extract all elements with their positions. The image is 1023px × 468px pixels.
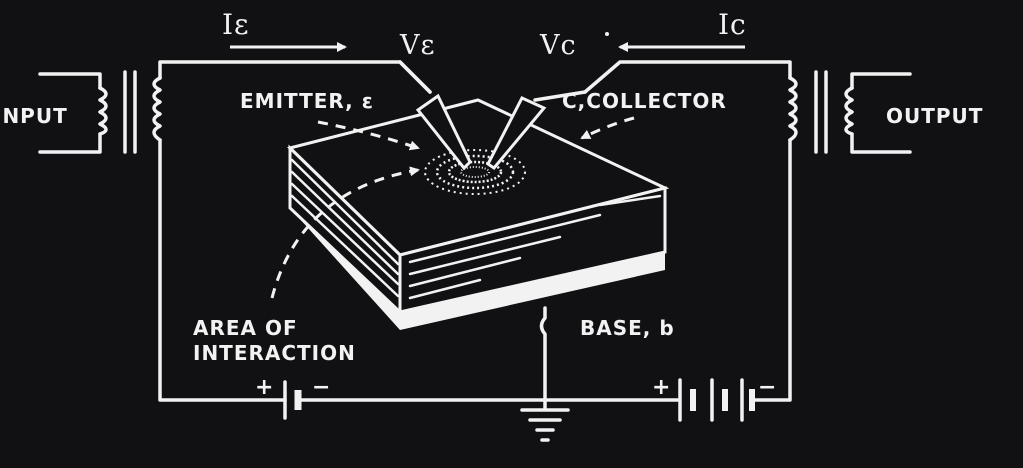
circuit-wires: [38, 60, 912, 410]
dot-mark: [605, 32, 609, 36]
label-emitter: EMITTER, ε: [240, 89, 374, 113]
collector-battery: [678, 378, 755, 422]
label-base: BASE, b: [580, 316, 675, 340]
emitter-battery: [283, 380, 302, 420]
label-emitter-current: Iε: [222, 8, 250, 41]
output-transformer: [788, 70, 854, 154]
label-input: INPUT: [0, 104, 68, 128]
label-collector-voltage: Vc: [539, 30, 577, 61]
label-emitter-voltage: Vε: [399, 30, 436, 61]
ground-symbol: [520, 408, 570, 442]
emitter-battery-plus: +: [255, 375, 274, 400]
label-collector-current: Ic: [718, 8, 747, 41]
collector-battery-minus: −: [758, 375, 777, 400]
label-collector: C,COLLECTOR: [562, 89, 727, 113]
semiconductor-block: [287, 98, 670, 330]
area-pointer-arrow: [270, 166, 420, 299]
label-area-line1: AREA OF: [193, 316, 298, 340]
input-transformer: [98, 70, 162, 154]
collector-probe: [486, 90, 587, 170]
collector-pointer-arrow: [580, 116, 635, 140]
collector-battery-plus: +: [652, 375, 671, 400]
label-area-line2: INTERACTION: [193, 341, 356, 365]
emitter-battery-minus: −: [312, 375, 331, 400]
emitter-pointer-arrow: [317, 120, 420, 151]
emitter-probe: [398, 60, 472, 171]
label-output: OUTPUT: [886, 104, 983, 128]
interaction-region: [424, 149, 526, 195]
